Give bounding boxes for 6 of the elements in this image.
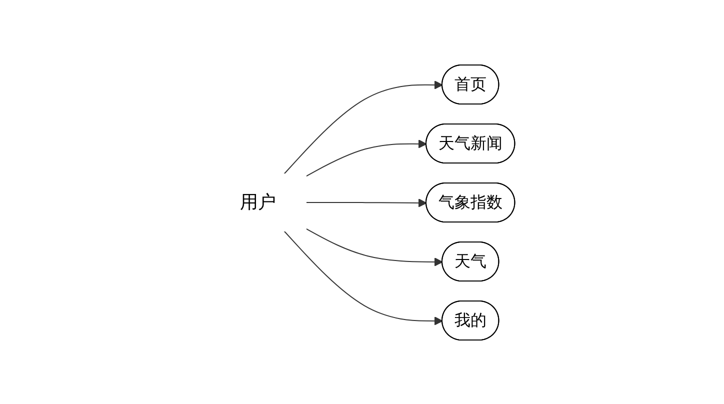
arrow	[283, 80, 443, 174]
arrow	[283, 230, 443, 325]
node-text: 用户	[240, 191, 276, 212]
arrow	[305, 139, 427, 176]
arrow	[305, 198, 427, 207]
arrow	[305, 228, 443, 266]
